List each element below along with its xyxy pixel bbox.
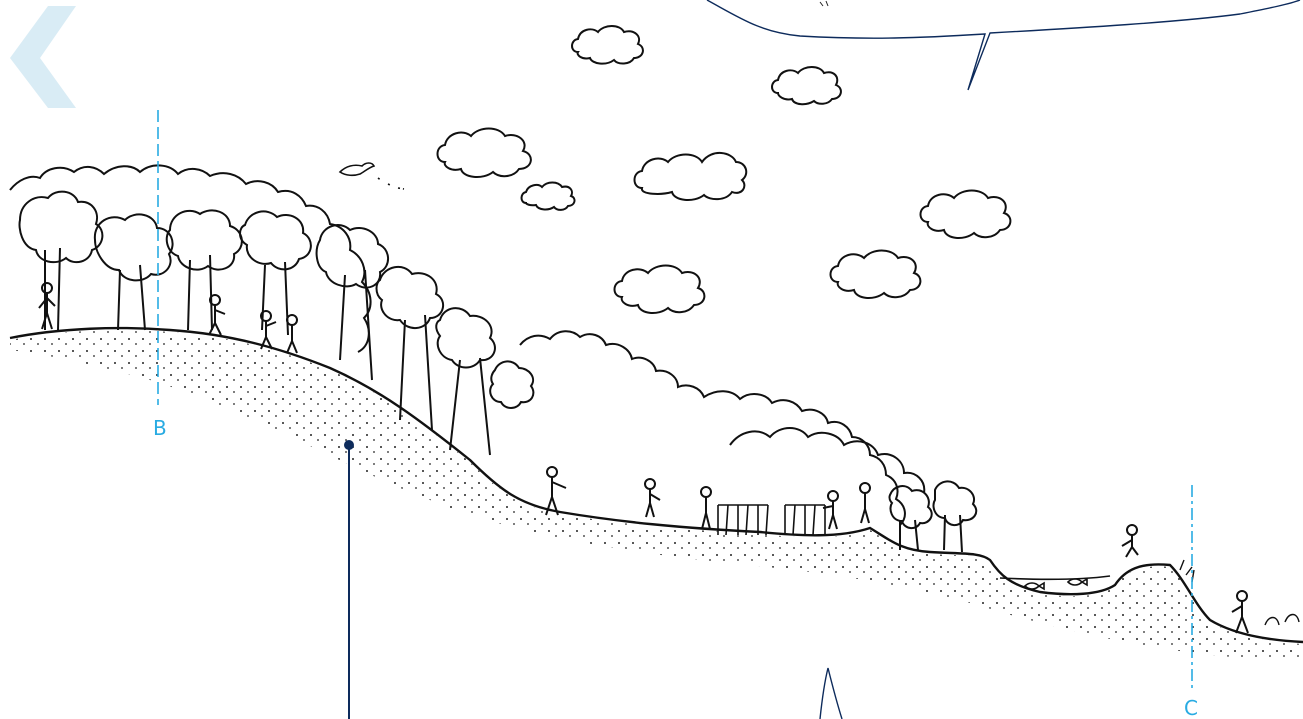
marker-c: C (1184, 485, 1198, 719)
person (644, 478, 661, 518)
cloud (771, 66, 842, 106)
ground-line (9, 326, 1303, 644)
person (208, 294, 226, 336)
cloud (571, 25, 644, 65)
pointer-dot (344, 440, 354, 450)
person (1121, 524, 1139, 558)
cloud (613, 264, 706, 314)
clouds (436, 25, 1012, 314)
cloud (829, 249, 922, 299)
marker-b: B (153, 110, 167, 440)
person (545, 466, 567, 516)
chevron-left-icon (10, 6, 76, 108)
speech-bubble-tail (819, 667, 843, 719)
soil-area (10, 330, 1303, 660)
back-button[interactable] (10, 6, 76, 108)
people (38, 282, 1249, 634)
person (822, 490, 839, 530)
marker-c-label: C (1184, 696, 1198, 719)
person (700, 486, 712, 530)
bird-illustration (338, 162, 405, 190)
cloud (919, 189, 1012, 239)
cloud (520, 181, 576, 211)
marker-b-label: B (153, 416, 167, 440)
person (260, 310, 277, 350)
speech-bubble (706, 0, 1301, 91)
bank-plants (1179, 559, 1300, 626)
person (859, 482, 871, 524)
person (1231, 590, 1249, 634)
cloud (436, 127, 532, 178)
person (286, 314, 298, 354)
pond (999, 575, 1111, 591)
cloud (633, 152, 748, 201)
pointer-line (344, 440, 354, 719)
person (38, 282, 56, 330)
fences (717, 504, 826, 536)
